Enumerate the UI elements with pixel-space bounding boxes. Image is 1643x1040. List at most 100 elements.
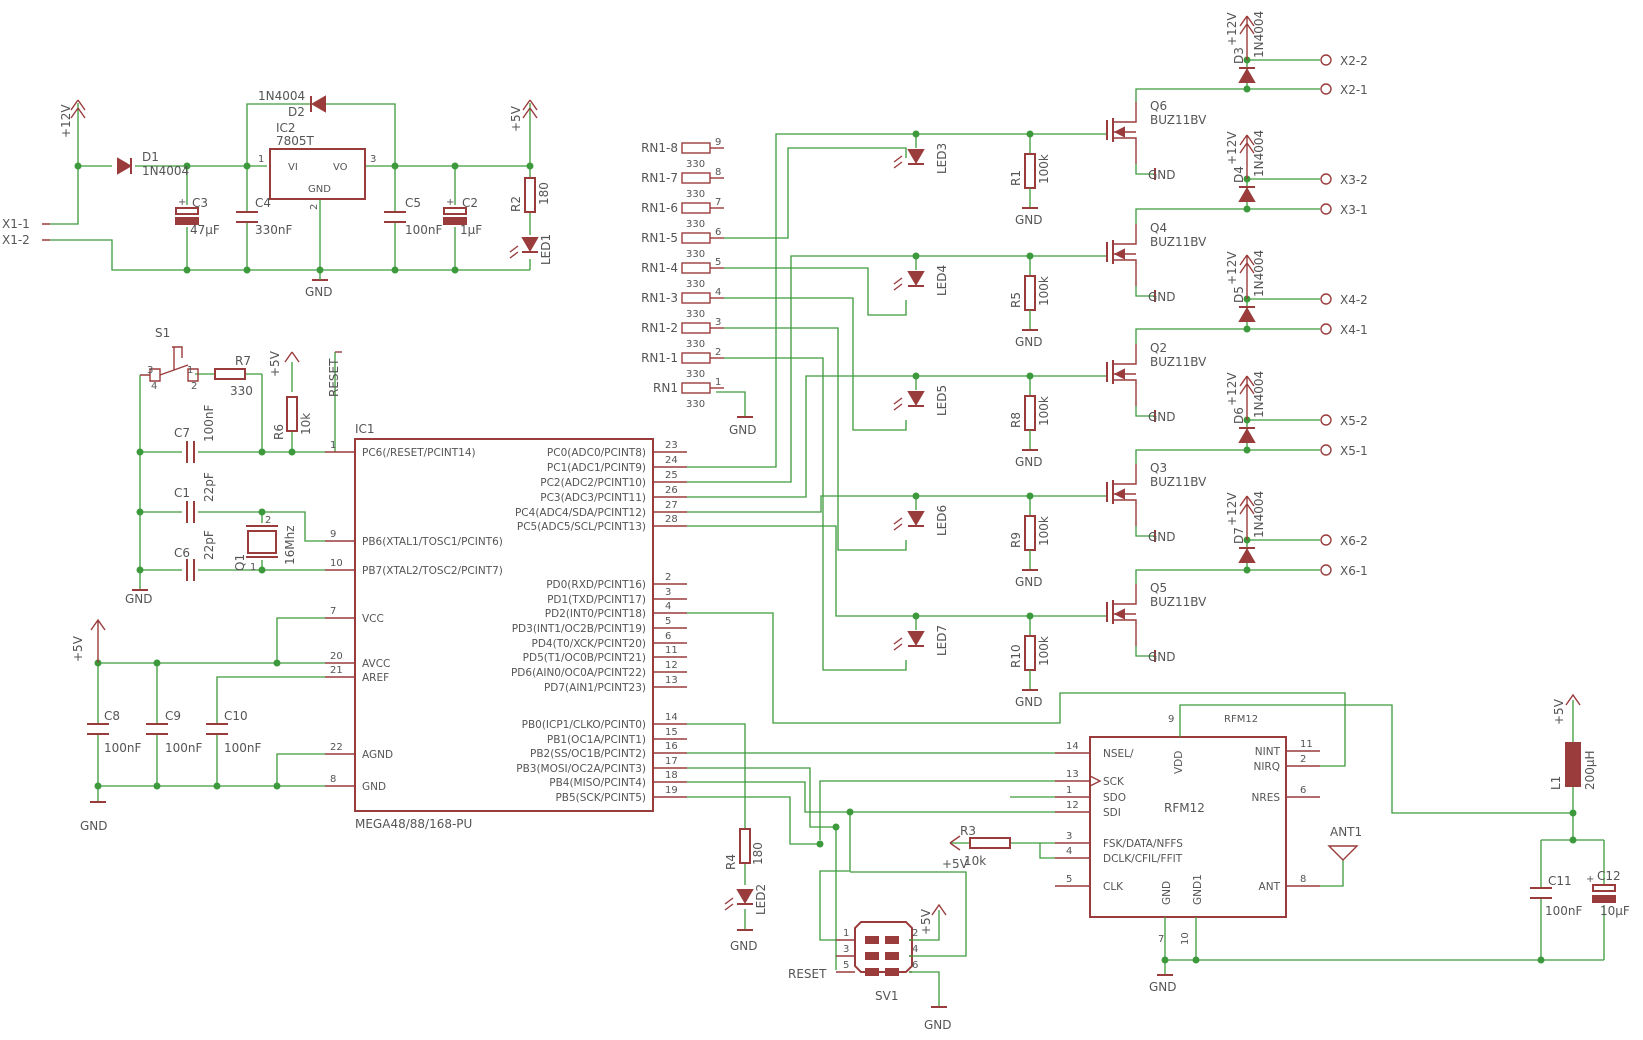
mcu-pin-name: PB6(XTAL1/TOSC1/PCINT6)	[362, 536, 503, 548]
mosfet-gnd-label: GND	[1148, 168, 1176, 182]
mcu-pin-number: 24	[665, 455, 678, 466]
rn1-value: 330	[686, 249, 705, 260]
channel-resistor	[1024, 635, 1036, 671]
diode-label: D5	[1232, 286, 1246, 303]
mcu-pin-name: PC5(ADC5/SCL/PCINT13)	[517, 521, 646, 533]
terminal	[1320, 173, 1332, 185]
rfm-pin-name: GND	[1161, 881, 1173, 905]
mcu-pin-name: PC2(ADC2/PCINT10)	[540, 477, 646, 489]
flyback-diode	[1238, 428, 1256, 443]
mcu-pin-number: 26	[665, 485, 678, 496]
channel-gnd-label: GND	[1015, 575, 1043, 589]
junction	[912, 492, 920, 500]
c9-value: 100nF	[165, 741, 203, 755]
flyback-diode	[1238, 548, 1256, 563]
mosfet-value: BUZ11BV	[1150, 475, 1207, 489]
channel-v12-label: +12V	[1225, 12, 1239, 46]
v12-arrow	[1239, 495, 1255, 540]
s1-pin-2: 2	[191, 381, 197, 392]
mcu-pin-name: PD7(AIN1/PCINT23)	[544, 682, 646, 694]
r3-v5-label: +5V	[942, 857, 969, 871]
rn1-led-wire	[724, 147, 907, 239]
mcu-pin-number: 21	[330, 665, 343, 676]
rn1-pin-number: 3	[715, 317, 721, 328]
rfm-pin-number: 8	[1300, 874, 1306, 885]
channel-led-label: LED3	[935, 143, 949, 174]
mcu-pin-name: AVCC	[362, 658, 390, 670]
c3-value: 47µF	[190, 223, 220, 237]
decoupling-gnd-label: GND	[80, 819, 108, 833]
mcu-pin-number: 19	[665, 785, 678, 796]
mcu-pin-number: 27	[665, 500, 678, 511]
r7-label: R7	[235, 354, 251, 368]
rn1-resistor	[681, 382, 711, 394]
reset-net-label: RESET	[327, 358, 341, 397]
led2-label: LED2	[754, 884, 768, 915]
mcu-pin-name: PB5(SCK/PCINT5)	[555, 792, 646, 804]
rn1-resistor	[681, 292, 711, 304]
r2-label: R2	[509, 196, 523, 212]
mosfet-value: BUZ11BV	[1150, 113, 1207, 127]
mosfet-label: Q6	[1150, 99, 1167, 113]
isp-pin-number: 4	[912, 944, 918, 955]
junction	[912, 372, 920, 380]
q1-value: 16Mhz	[283, 525, 297, 565]
decoupling-v5-label: +5V	[71, 635, 85, 662]
diode-value: 1N4004	[1252, 130, 1266, 177]
rn1-value: 330	[686, 309, 705, 320]
channel-resistor-label: R10	[1009, 644, 1023, 668]
c12-value: 10µF	[1600, 904, 1630, 918]
x1-1-label: X1-1	[2, 217, 30, 231]
mcu-pin-number: 17	[665, 756, 678, 767]
terminal	[1320, 564, 1332, 576]
rn1-led-wire	[724, 297, 907, 431]
r7-value: 330	[230, 384, 253, 398]
c12-polarity: +	[1586, 874, 1594, 885]
q1-label: Q1	[233, 554, 247, 571]
rn1-pin-label: RN1-1	[641, 351, 678, 365]
mcu-pin-name: PB7(XTAL2/TOSC2/PCINT7)	[362, 565, 503, 577]
q1-pin-2: 2	[265, 515, 271, 526]
source-wire	[1135, 164, 1155, 175]
rfm-pin-name: CLK	[1103, 881, 1124, 893]
c1-label: C1	[174, 486, 190, 500]
led2-gnd-label: GND	[730, 939, 758, 953]
rfm12-module: RFM12 RFM12 14NSEL/13SCK1SDO12SDI3FSK/DA…	[687, 612, 1604, 994]
mcu-pin-number: 23	[665, 440, 678, 451]
mcu-pin-name: PC1(ADC1/PCINT9)	[547, 462, 646, 474]
mosfet-arrow	[1113, 126, 1125, 138]
channel-resistor-value: 100k	[1037, 636, 1051, 666]
mcu-part: MEGA48/88/168-PU	[355, 817, 472, 831]
diode-value: 1N4004	[1252, 491, 1266, 538]
rfm-pin-number: 9	[1168, 714, 1174, 725]
mosfet-label: Q4	[1150, 221, 1167, 235]
rfm12-top-label: RFM12	[1224, 714, 1258, 725]
channel-v12-label: +12V	[1225, 131, 1239, 165]
mcu-pin-name: PD4(T0/XCK/PCINT20)	[532, 638, 647, 650]
mcu-pin-name: PB0(ICP1/CLKO/PCINT0)	[522, 719, 646, 731]
rn1-led-wire	[724, 357, 907, 671]
mosfet-gate	[1106, 360, 1114, 384]
c9-label: C9	[165, 709, 181, 723]
channel-gnd-label: GND	[1015, 455, 1043, 469]
rfm-pin-number: 4	[1066, 846, 1072, 857]
channel-resistor-value: 100k	[1037, 154, 1051, 184]
mcu-label: IC1	[355, 422, 375, 436]
rn1-value: 330	[686, 159, 705, 170]
isp-v5-label: +5V	[919, 908, 933, 935]
mcu-pin-name: PC0(ADC0/PCINT8)	[547, 447, 646, 459]
mcu-pin-number: 20	[330, 651, 343, 662]
drain-wire	[1135, 419, 1320, 464]
rfm-gnd-label: GND	[1149, 980, 1177, 994]
mcu-pin-number: 25	[665, 470, 678, 481]
rn1-pin-number: 6	[715, 227, 721, 238]
mcu-pin-name: PD5(T1/OC0B/PCINT21)	[523, 652, 646, 664]
v12-supply-label: +12V	[59, 104, 73, 138]
c10-label: C10	[224, 709, 248, 723]
decoupling-section: +5V C8 100nF C9 100nF C10 100nF GND	[71, 617, 325, 833]
terminal-label: X5-2	[1340, 414, 1368, 428]
terminal-label: X4-2	[1340, 293, 1368, 307]
